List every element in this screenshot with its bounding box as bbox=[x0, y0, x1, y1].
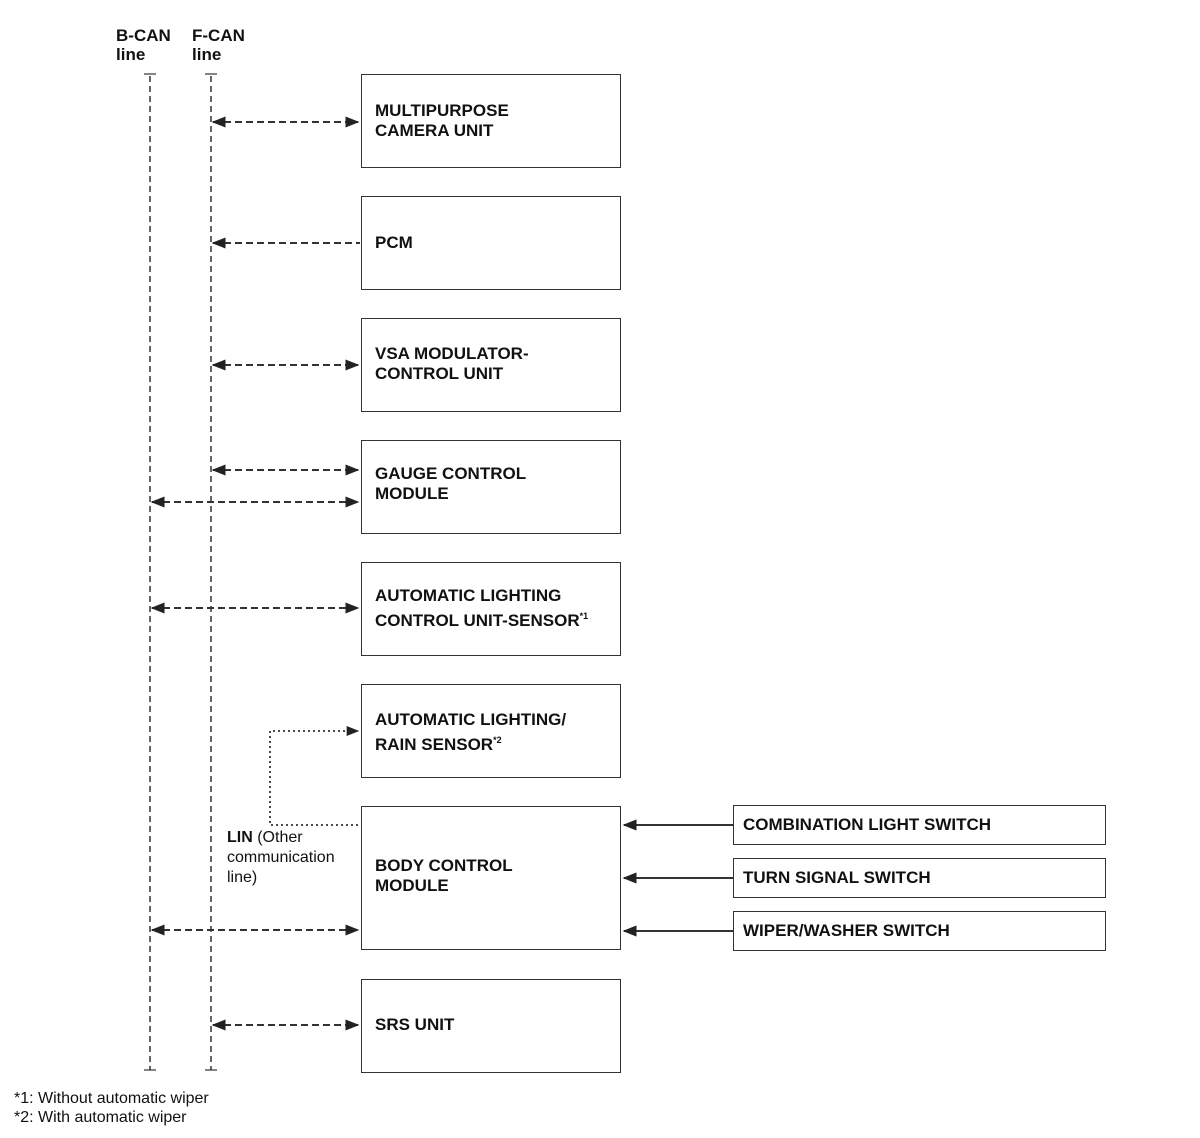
switch-combination-label: COMBINATION LIGHT SWITCH bbox=[743, 815, 992, 834]
switch-combination-box bbox=[733, 805, 1106, 845]
module-srs-label: SRS UNIT bbox=[375, 1015, 455, 1034]
module-bcm-box bbox=[361, 806, 621, 950]
footnote-marker-1: *1 bbox=[579, 611, 589, 621]
module-rain-sensor-box bbox=[361, 684, 621, 778]
module-camera-box bbox=[361, 74, 621, 168]
switch-turn-signal-box bbox=[733, 858, 1106, 898]
module-gauge-label: GAUGE CONTROL MODULE bbox=[375, 464, 527, 503]
module-gauge-box bbox=[361, 440, 621, 534]
fcan-label: F-CAN line bbox=[192, 26, 245, 64]
footnote-2: *2: With automatic wiper bbox=[14, 1109, 187, 1126]
module-auto-lighting-box bbox=[361, 562, 621, 656]
module-pcm-label: PCM bbox=[375, 233, 413, 252]
module-auto-lighting-label: AUTOMATIC LIGHTING CONTROL UNIT-SENSOR*1 bbox=[375, 586, 589, 630]
switch-wiper-label: WIPER/WASHER SWITCH bbox=[743, 921, 950, 940]
module-rain-sensor-label: AUTOMATIC LIGHTING/ RAIN SENSOR*2 bbox=[375, 710, 567, 754]
module-vsa-box bbox=[361, 318, 621, 412]
module-camera-label: MULTIPURPOSE CAMERA UNIT bbox=[375, 101, 509, 140]
switch-wiper-box bbox=[733, 911, 1106, 951]
lin-link bbox=[269, 725, 360, 826]
module-pcm-box bbox=[361, 196, 621, 290]
switch-turn-signal-label: TURN SIGNAL SWITCH bbox=[743, 868, 931, 887]
bcan-label: B-CAN line bbox=[116, 26, 171, 64]
footnote-1: *1: Without automatic wiper bbox=[14, 1090, 209, 1107]
lin-label: LIN (Other communication line) bbox=[227, 829, 335, 886]
module-vsa-label: VSA MODULATOR- CONTROL UNIT bbox=[375, 344, 529, 383]
footnote-marker-2: *2 bbox=[493, 735, 502, 745]
module-srs-box bbox=[361, 979, 621, 1073]
module-bcm-label: BODY CONTROL MODULE bbox=[375, 856, 513, 895]
